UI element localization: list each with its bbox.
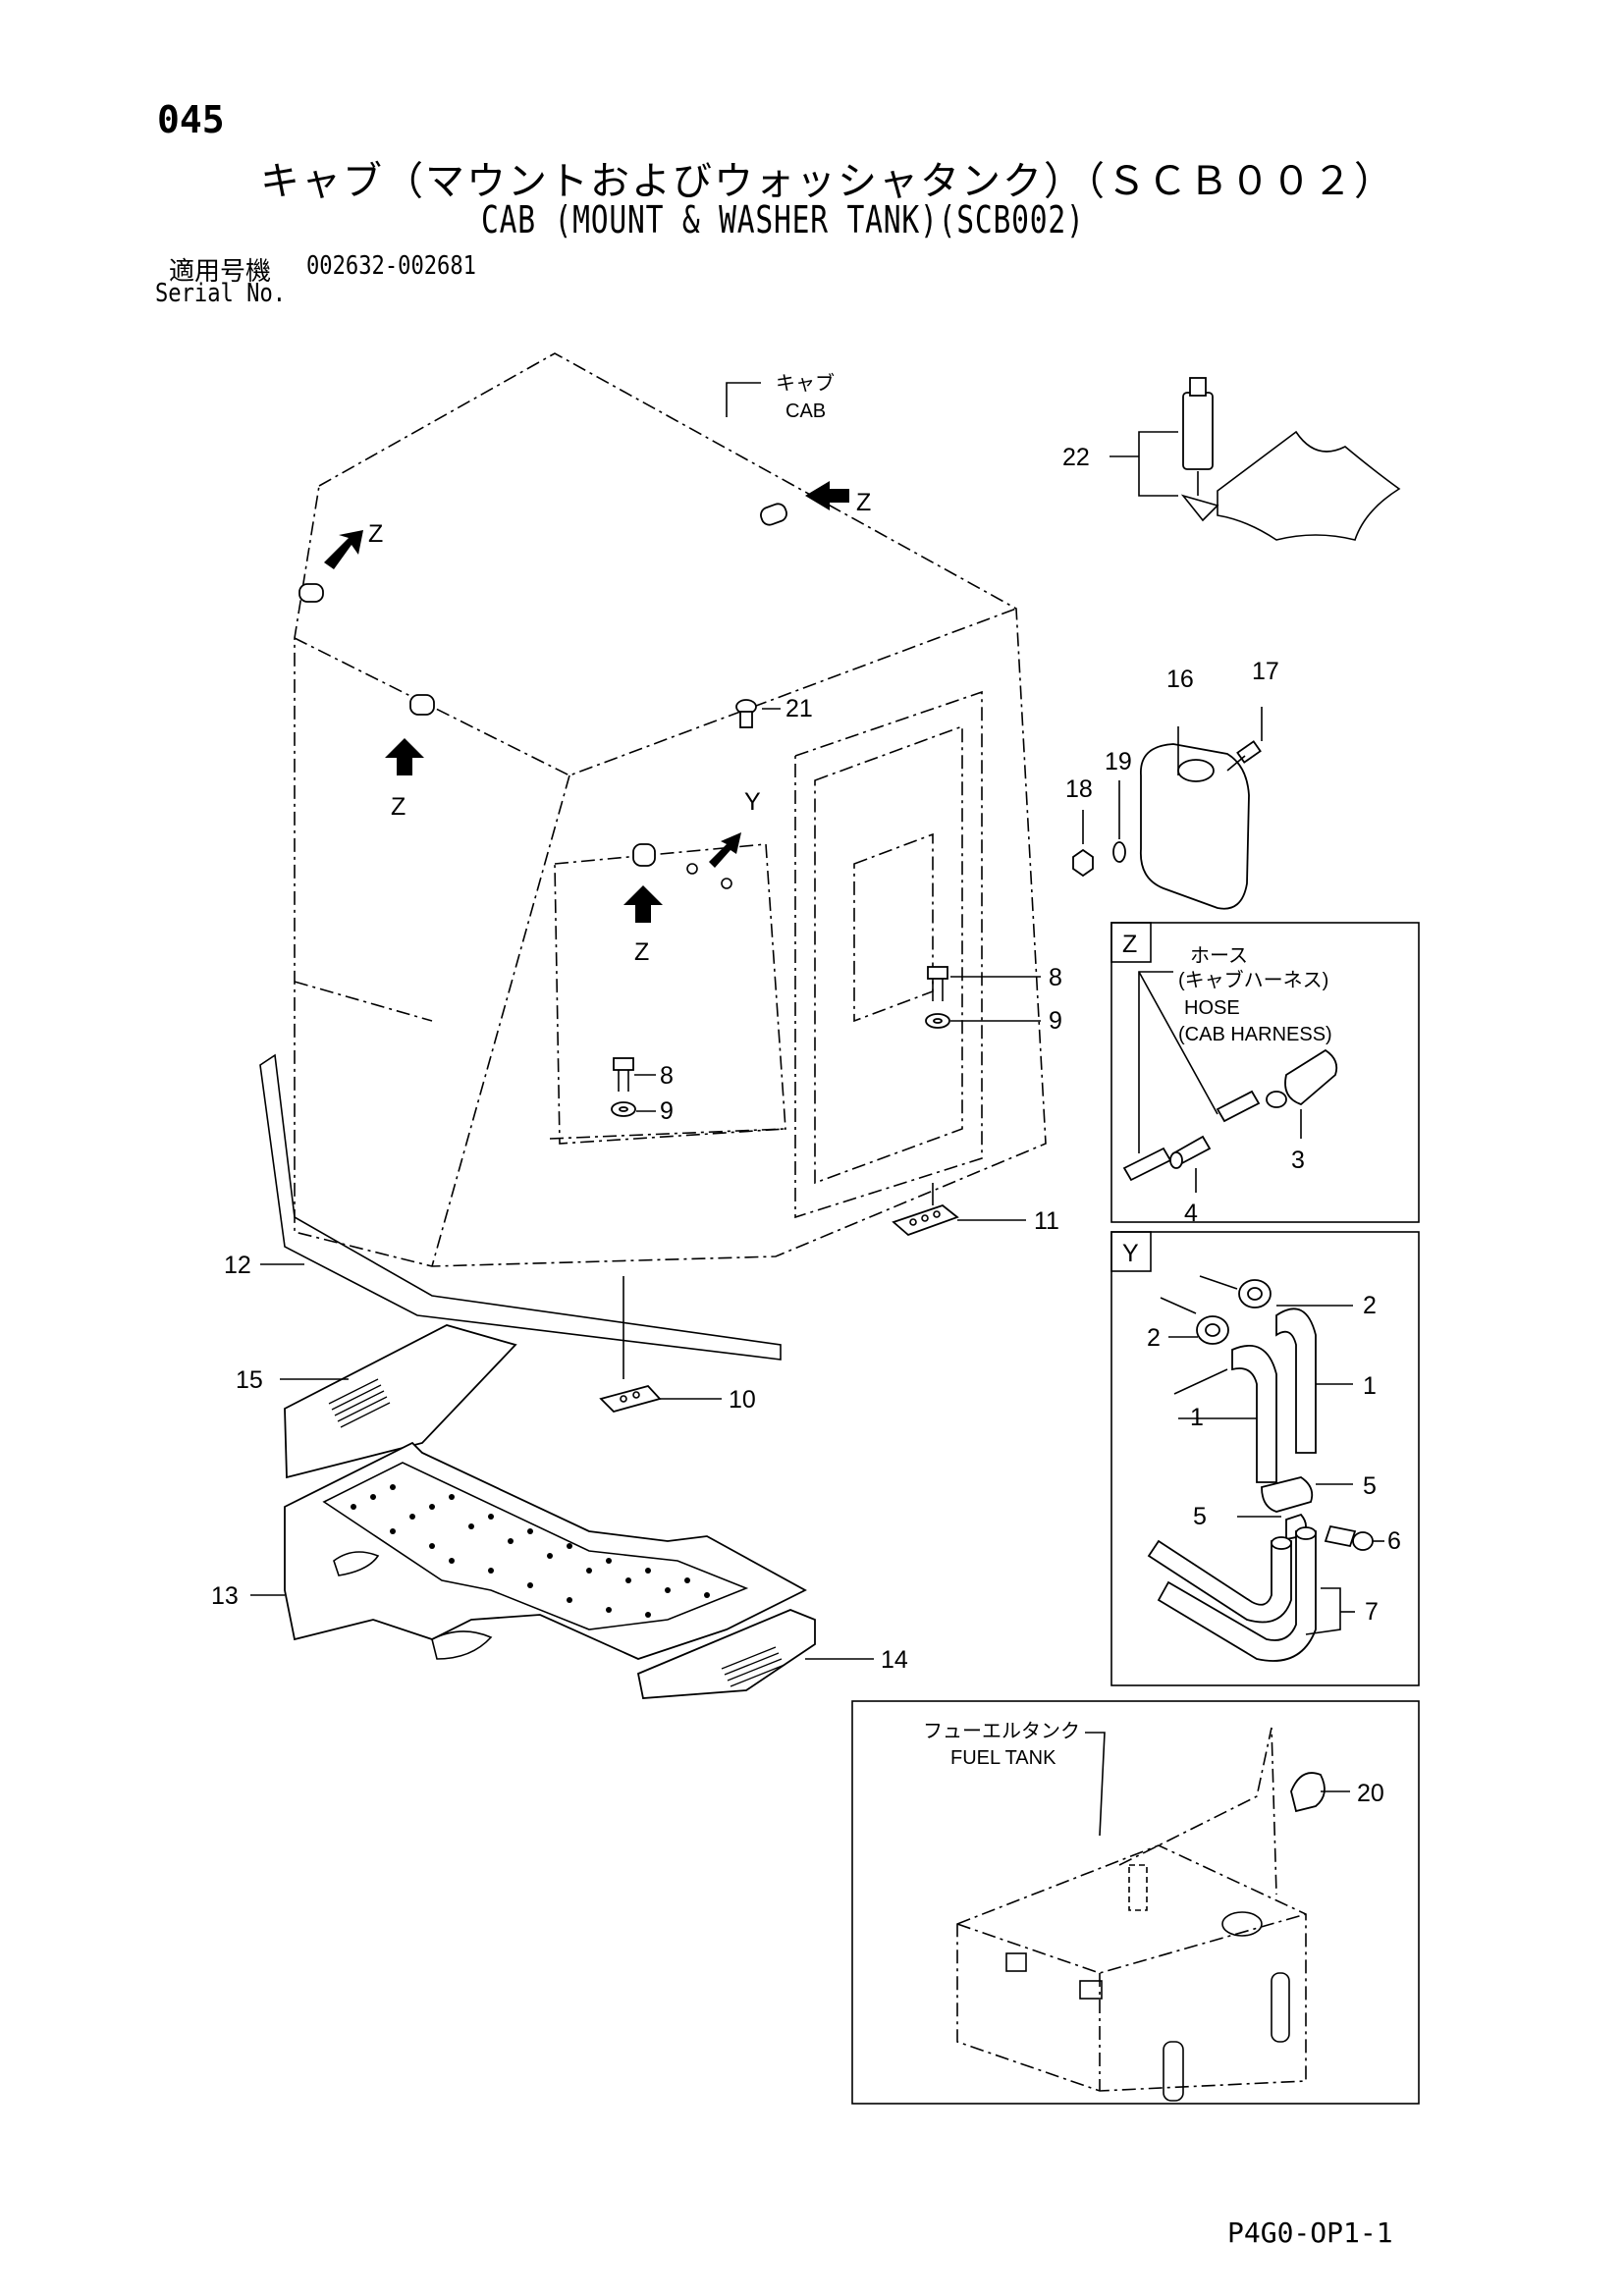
page-title-english: CAB (MOUNT & WASHER TANK)(SCB002) — [481, 198, 1085, 241]
clamp-5: 5 5 — [1193, 1472, 1377, 1541]
callout-16: 16 — [1166, 666, 1194, 693]
callout-13: 13 — [211, 1582, 239, 1610]
hose-label-en: HOSE — [1184, 997, 1240, 1019]
cab-outline — [294, 352, 1047, 1267]
washer-tank-16: 16 — [1140, 666, 1250, 910]
plate-11: 11 — [892, 1183, 1059, 1237]
page-title-japanese: キャブ（マウントおよびウォッシャタンク）（ＳＣＢ００２） — [260, 159, 1395, 204]
floor-plate-13: 13 — [211, 1441, 807, 1660]
detail-z-box: Z ホース (キャブハーネス) HOSE (CAB HARNESS) 3 4 — [1110, 922, 1420, 1227]
callout-1a: 1 — [1363, 1372, 1377, 1400]
fitting-3: 3 — [1266, 1048, 1338, 1174]
cab-leader — [726, 382, 761, 417]
callout-11: 11 — [1034, 1207, 1059, 1235]
callout-8b: 8 — [660, 1062, 674, 1090]
callout-2b: 2 — [1147, 1324, 1161, 1352]
bolt-8-center: 8 — [613, 1057, 674, 1092]
part-21-plug: 21 — [735, 695, 813, 728]
floor-seal-12 — [259, 1053, 782, 1361]
callout-18: 18 — [1065, 775, 1093, 803]
callout-14: 14 — [881, 1646, 908, 1674]
connector-4: 4 — [1169, 1135, 1212, 1227]
callout-12: 12 — [224, 1252, 251, 1279]
grommet-2-lower: 2 — [1147, 1297, 1229, 1352]
page-number: 045 — [157, 98, 225, 141]
nut-18: 18 — [1065, 775, 1094, 878]
callout-19: 19 — [1105, 748, 1132, 775]
z-marker-top-right: Z — [760, 481, 871, 526]
z-label-1: Z — [368, 520, 383, 548]
drawing-code: P4G0-OP1-1 — [1227, 2216, 1393, 2249]
z-label-3: Z — [391, 793, 406, 821]
serial-label-japanese: 適用号機 — [169, 257, 272, 287]
callout-7: 7 — [1365, 1598, 1379, 1626]
tube-7: 7 — [1147, 1526, 1379, 1662]
callout-6: 6 — [1387, 1527, 1401, 1555]
callout-9a: 9 — [1049, 1007, 1062, 1035]
floor-mat-15: 15 — [236, 1324, 517, 1479]
washer-9-center: 9 — [611, 1097, 674, 1125]
hose-1-left: 1 — [1173, 1345, 1277, 1483]
cab-harness-label-en: (CAB HARNESS) — [1178, 1024, 1332, 1045]
detail-z-label: Z — [1122, 931, 1137, 958]
callout-21: 21 — [785, 695, 813, 722]
clip-20: 20 — [1290, 1772, 1384, 1813]
callout-22: 22 — [1062, 444, 1090, 471]
bolt-6: 6 — [1324, 1524, 1401, 1555]
callout-2a: 2 — [1363, 1292, 1377, 1319]
z-marker-floor: Z — [623, 843, 663, 966]
callout-9b: 9 — [660, 1097, 674, 1125]
fuel-tank-label-en: FUEL TANK — [950, 1747, 1056, 1769]
fuel-tank-box: フューエルタンク FUEL TANK 20 — [851, 1700, 1420, 2105]
y-label-1: Y — [744, 788, 761, 816]
callout-10: 10 — [729, 1386, 756, 1414]
bolt-8-right: 8 — [927, 964, 1062, 1001]
washer-19: 19 — [1105, 748, 1132, 863]
bolt-17: 17 — [1226, 658, 1279, 772]
grommet-2-upper: 2 — [1199, 1275, 1377, 1319]
z-marker-top-left: Z — [298, 520, 383, 603]
callout-4: 4 — [1184, 1200, 1198, 1227]
z-label-4: Z — [634, 938, 649, 966]
cab-harness-label-jp: (キャブハーネス) — [1178, 968, 1328, 991]
part-22-washer-nozzle: 22 — [1062, 377, 1401, 541]
callout-5a: 5 — [1363, 1472, 1377, 1500]
plate-10: 10 — [599, 1276, 756, 1414]
callout-3: 3 — [1291, 1147, 1305, 1174]
cab-label-jp: キャブ — [776, 371, 835, 395]
callout-15: 15 — [236, 1366, 263, 1394]
callout-20: 20 — [1357, 1780, 1384, 1807]
z-marker-left-pillar: Z — [385, 694, 435, 821]
washer-9-right: 9 — [925, 1007, 1062, 1035]
callout-1b: 1 — [1190, 1404, 1204, 1431]
serial-range: 002632-002681 — [306, 251, 476, 281]
hose-label-jp: ホース — [1190, 945, 1248, 967]
detail-y-box: Y 2 2 1 1 5 — [1110, 1231, 1420, 1686]
callout-5b: 5 — [1193, 1503, 1207, 1530]
callout-8a: 8 — [1049, 964, 1062, 991]
detail-y-label: Y — [1122, 1240, 1139, 1267]
floor-mat-14: 14 — [636, 1609, 908, 1699]
callout-17: 17 — [1252, 658, 1279, 685]
serial-label-english: Serial No. — [155, 279, 287, 308]
y-marker: Y — [686, 788, 761, 889]
hose-1-right: 1 — [1275, 1308, 1377, 1454]
z-label-2: Z — [856, 489, 871, 516]
cab-label-en: CAB — [785, 400, 826, 422]
fuel-tank-label-jp: フューエルタンク — [923, 1720, 1080, 1742]
